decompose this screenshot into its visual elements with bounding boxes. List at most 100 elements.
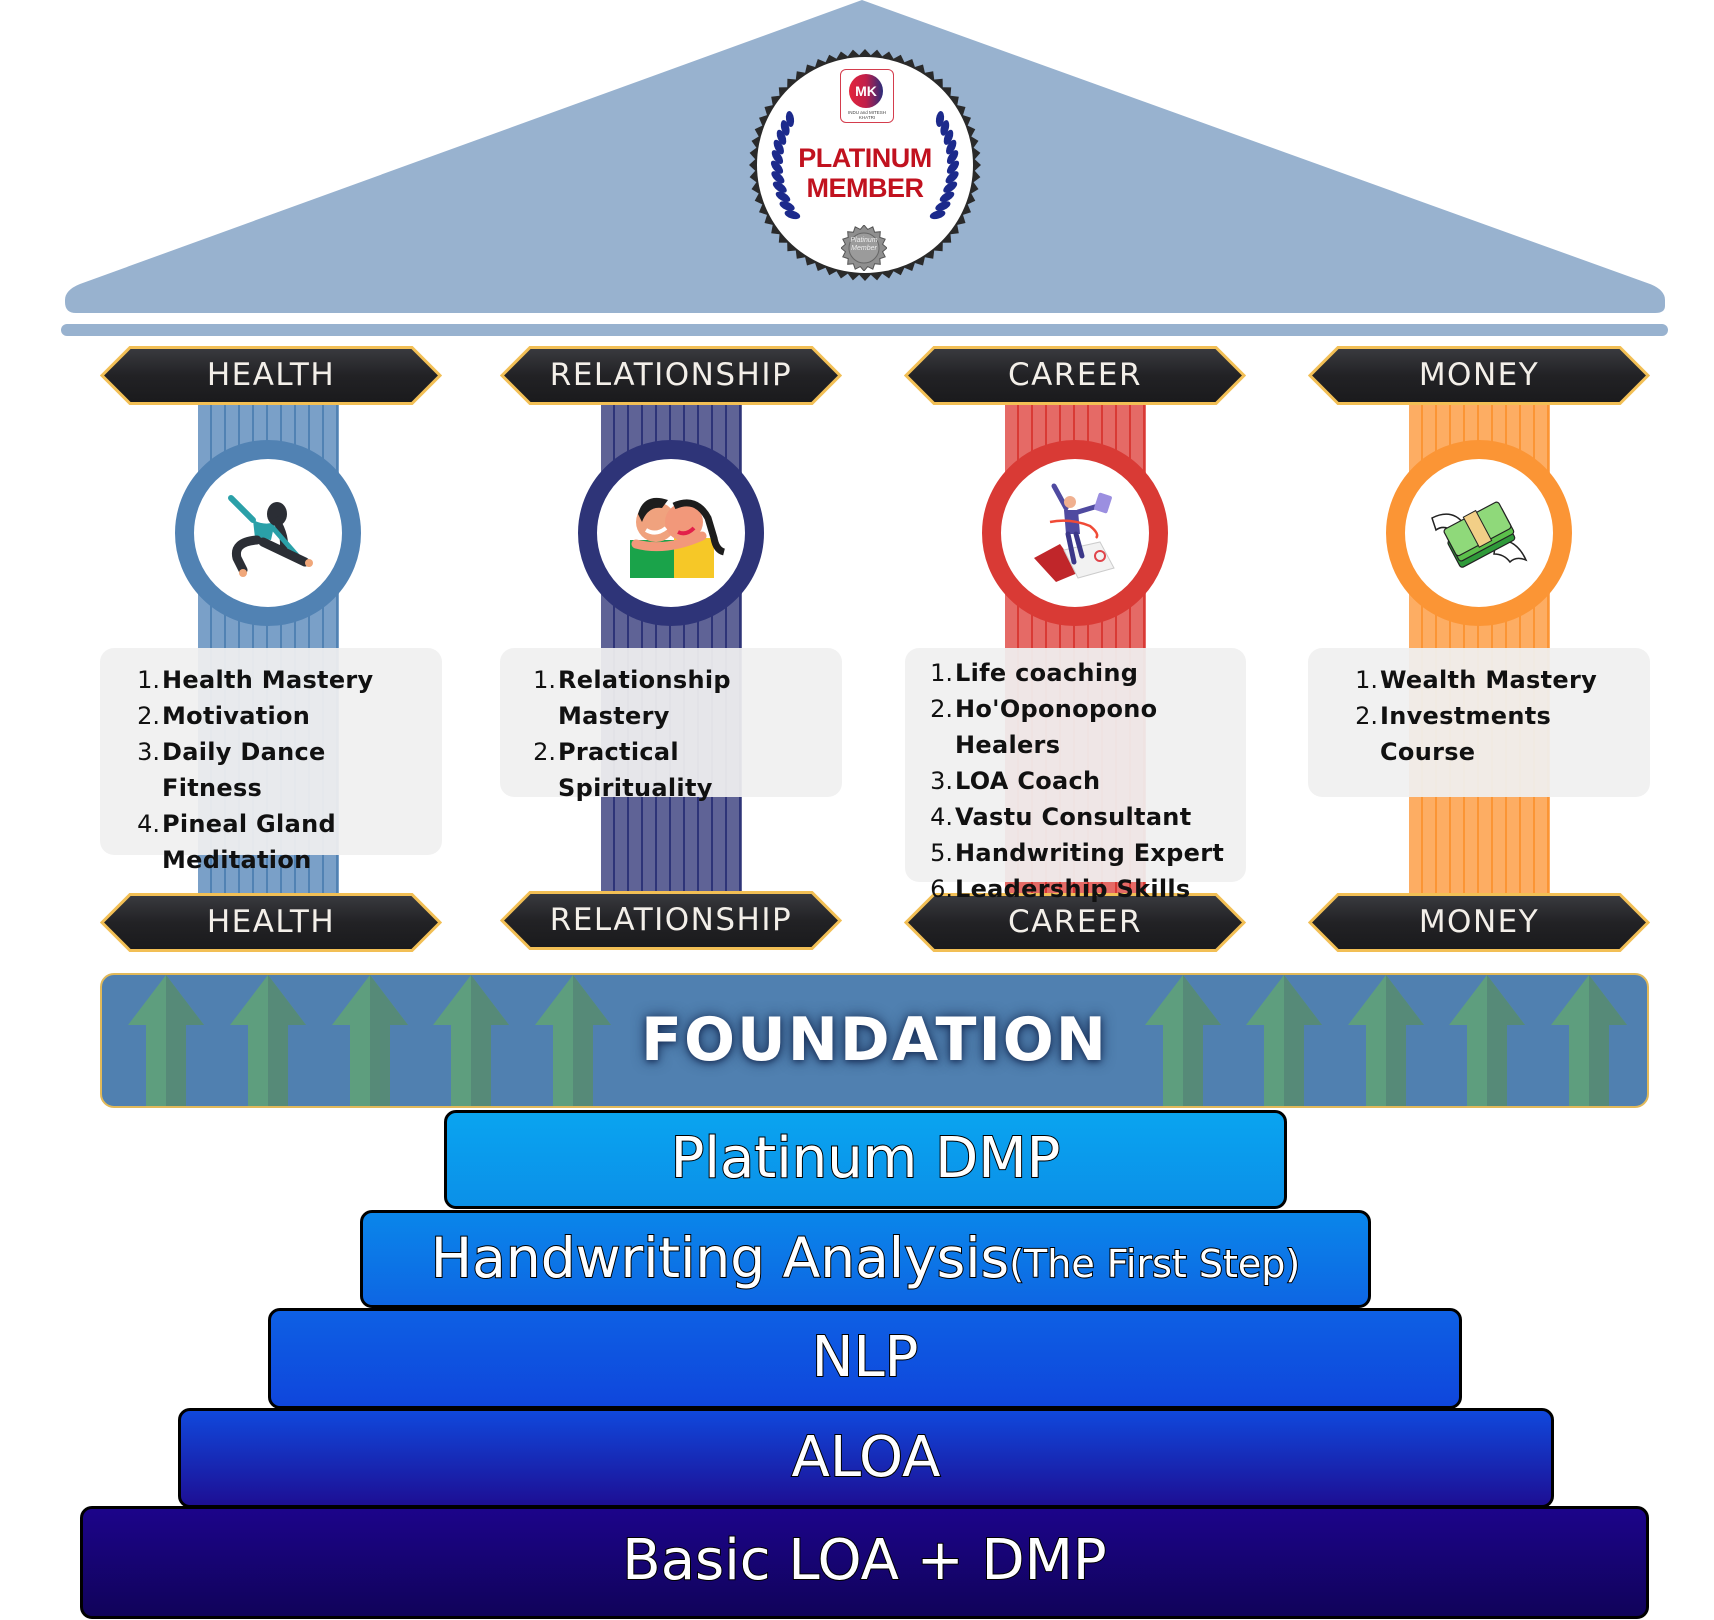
foundation-band: FOUNDATION	[100, 973, 1649, 1108]
pillar-bottom-banner: HEALTH	[100, 893, 442, 952]
pillar-bottom-label: MONEY	[1418, 904, 1540, 940]
course-title: Vastu Consultant	[955, 803, 1192, 831]
pillar-icon-ring	[982, 440, 1168, 626]
pillar-top-banner: HEALTH	[100, 346, 442, 405]
course-item: 1.Relationship Mastery	[530, 662, 842, 734]
badge-line-2: MEMBER	[806, 173, 925, 203]
pillar-top-banner: RELATIONSHIP	[500, 346, 842, 405]
roof-entablature	[61, 324, 1668, 336]
course-title: Practical Spirituality	[558, 738, 713, 802]
course-item: 1.Life coaching	[927, 655, 1246, 691]
up-arrow-icon	[1348, 975, 1424, 1106]
course-item: 2.Motivation	[134, 698, 442, 734]
step-basic-loa-dmp: Basic LOA + DMP	[80, 1506, 1649, 1619]
pillar-top-label: RELATIONSHIP	[549, 357, 793, 393]
step-label: Basic LOA + DMP	[621, 1527, 1107, 1594]
course-title: Motivation	[162, 702, 311, 730]
pillar-top-label: HEALTH	[206, 357, 336, 393]
course-title: Wealth Mastery	[1380, 666, 1598, 694]
step-platinum-dmp: Platinum DMP	[444, 1110, 1287, 1209]
course-title: Pineal Gland Meditation	[162, 810, 336, 874]
course-item: 6.Leadership Skills	[927, 871, 1246, 907]
course-number: 4.	[930, 803, 953, 831]
course-number: 2.	[137, 702, 160, 730]
up-arrow-icon	[332, 975, 408, 1106]
pillar-bottom-banner: CAREER	[904, 893, 1246, 952]
course-item: 1.Health Mastery	[134, 662, 442, 698]
laurel-left-icon	[770, 111, 801, 220]
step-label: Platinum DMP	[670, 1125, 1062, 1192]
badge-scalloped-circle	[749, 49, 981, 281]
course-item: 1.Wealth Mastery	[1352, 662, 1650, 698]
pillar-top-label: CAREER	[1007, 357, 1143, 393]
course-number: 1.	[137, 666, 160, 694]
course-title: Relationship Mastery	[558, 666, 731, 730]
step-nlp: NLP	[268, 1308, 1462, 1409]
up-arrow-icon	[128, 975, 204, 1106]
course-item: 2.Ho'Oponopono Healers	[927, 691, 1246, 763]
platinum-seal-icon	[841, 225, 887, 271]
step-label: Handwriting Analysis	[430, 1225, 1010, 1291]
course-number: 6.	[930, 875, 953, 903]
up-arrow-icon	[230, 975, 306, 1106]
up-arrow-icon	[433, 975, 509, 1106]
course-number: 5.	[930, 839, 953, 867]
course-item: 3.LOA Coach	[927, 763, 1246, 799]
step-aloa: ALOA	[178, 1408, 1554, 1508]
pillar-top-banner: CAREER	[904, 346, 1246, 405]
step-label: NLP	[811, 1324, 920, 1391]
imk-logo-mark: MK	[849, 74, 883, 108]
course-number: 1.	[1355, 666, 1378, 694]
badge-line-1: PLATINUM	[798, 143, 932, 173]
course-item: 3.Daily Dance Fitness	[134, 734, 442, 806]
step-handwriting-analysis: Handwriting Analysis(The First Step)	[360, 1210, 1371, 1308]
pillar-top-banner: MONEY	[1308, 346, 1650, 405]
pillar-icon-ring	[175, 440, 361, 626]
course-item: 4.Vastu Consultant	[927, 799, 1246, 835]
up-arrow-icon	[535, 975, 611, 1106]
course-number: 2.	[930, 695, 953, 723]
up-arrow-icon	[1246, 975, 1322, 1106]
imk-logo: MK INDU and MITESH KHATRI	[840, 69, 894, 123]
seal-label: Platinum Member	[850, 237, 878, 252]
pillar-bottom-banner: MONEY	[1308, 893, 1650, 952]
pillar-bottom-banner: RELATIONSHIP	[500, 891, 842, 950]
course-number: 3.	[137, 738, 160, 766]
course-item: 5.Handwriting Expert	[927, 835, 1246, 871]
pillar-top-label: MONEY	[1418, 357, 1540, 393]
course-title: Health Mastery	[162, 666, 374, 694]
up-arrow-icon	[1551, 975, 1627, 1106]
course-item: 2.Practical Spirituality	[530, 734, 842, 806]
pillar-bottom-label: HEALTH	[206, 904, 336, 940]
course-number: 2.	[533, 738, 556, 766]
pillar-icon-ring	[578, 440, 764, 626]
course-number: 1.	[930, 659, 953, 687]
up-arrow-icon	[1145, 975, 1221, 1106]
pillar-bottom-label: RELATIONSHIP	[549, 902, 793, 938]
course-title: Investments Course	[1380, 702, 1552, 766]
step-sublabel: (The First Step)	[1008, 1241, 1301, 1287]
up-arrow-icon	[1449, 975, 1525, 1106]
course-title: LOA Coach	[955, 767, 1101, 795]
laurel-right-icon	[929, 111, 960, 220]
course-title: Daily Dance Fitness	[162, 738, 326, 802]
course-number: 4.	[137, 810, 160, 838]
platinum-member-badge: MK INDU and MITESH KHATRI PLATINUM MEMBE…	[747, 47, 983, 283]
pillar-course-card: 1.Relationship Mastery 2.Practical Spirit…	[500, 648, 842, 802]
course-number: 3.	[930, 767, 953, 795]
course-item: 4.Pineal Gland Meditation	[134, 806, 442, 878]
course-item: 2.Investments Course	[1352, 698, 1650, 770]
pillar-bottom-label: CAREER	[1007, 904, 1143, 940]
pillar-icon-ring	[1386, 440, 1572, 626]
course-title: Ho'Oponopono Healers	[955, 695, 1158, 759]
course-title: Leadership Skills	[955, 875, 1191, 903]
step-label: ALOA	[791, 1424, 942, 1491]
imk-logo-caption: INDU and MITESH KHATRI	[847, 110, 886, 120]
